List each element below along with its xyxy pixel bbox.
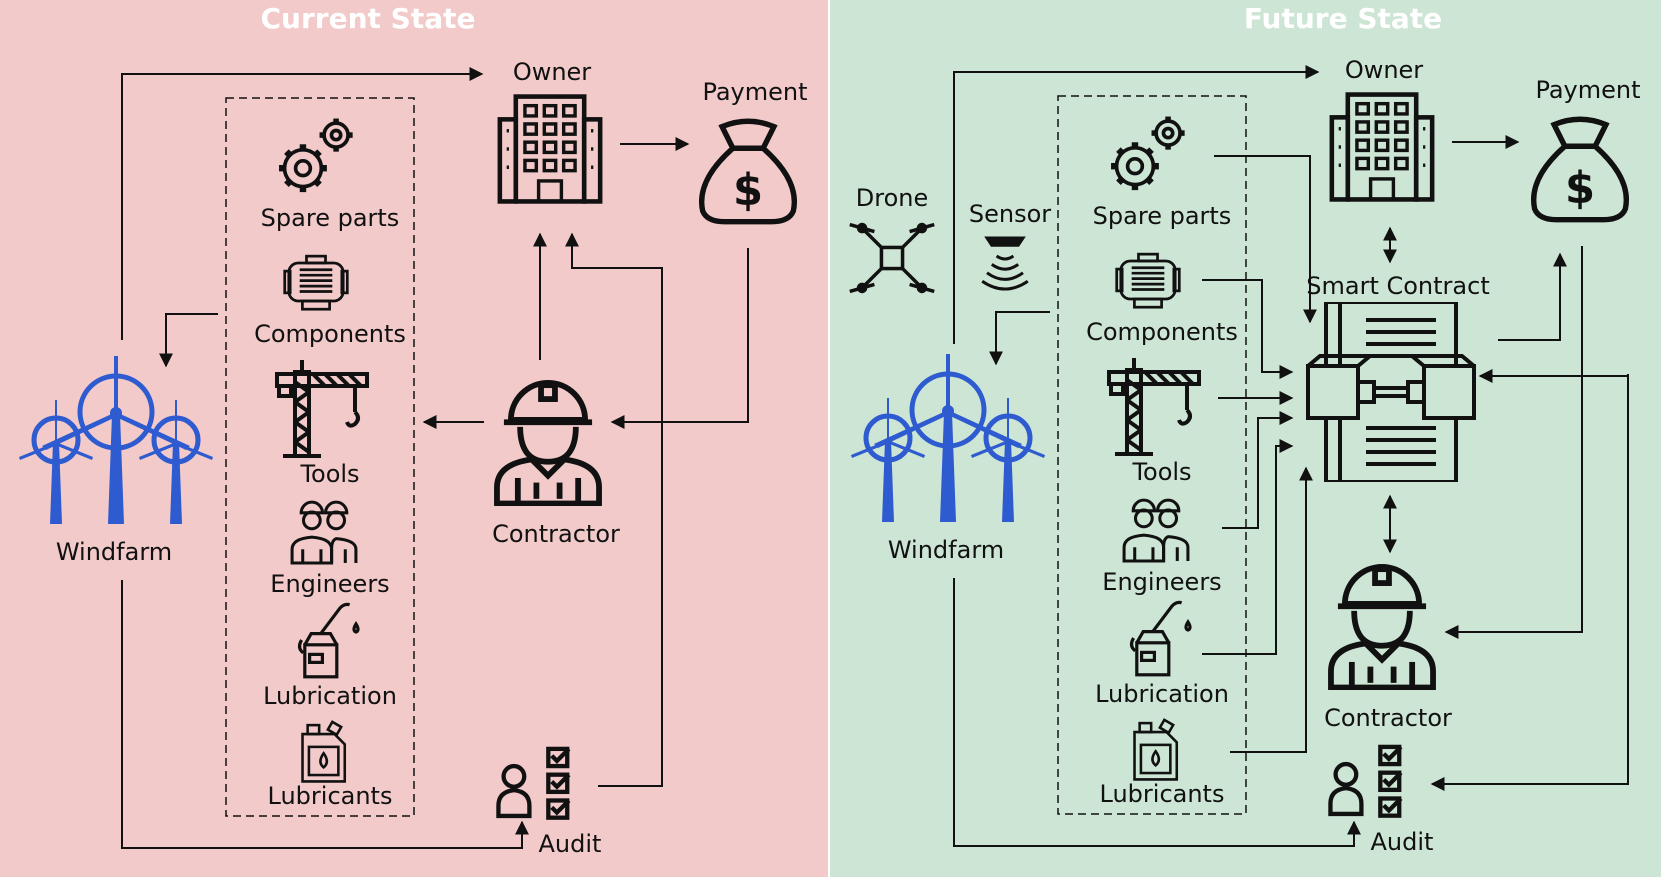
future-tools-label: Tools — [1131, 458, 1191, 486]
future-engineers-label: Engineers — [1102, 568, 1221, 596]
drone-label: Drone — [856, 184, 928, 212]
future-owner-label: Owner — [1345, 56, 1423, 84]
windfarm-label: Windfarm — [56, 538, 172, 566]
current-state-title: Current State — [261, 2, 476, 35]
smart-contract-label: Smart Contract — [1306, 272, 1489, 300]
lubrication-label: Lubrication — [263, 682, 397, 710]
audit-label: Audit — [539, 830, 602, 858]
future-audit-label: Audit — [1371, 828, 1434, 856]
future-state-title: Future State — [1244, 2, 1442, 35]
components-label: Components — [254, 320, 406, 348]
future-resources-box — [1057, 95, 1247, 815]
sensor-label: Sensor — [969, 200, 1051, 228]
future-lubricants-label: Lubricants — [1100, 780, 1225, 808]
future-contractor-label: Contractor — [1324, 704, 1452, 732]
tools-label: Tools — [299, 460, 359, 488]
lubricants-label: Lubricants — [268, 782, 393, 810]
future-components-label: Components — [1086, 318, 1238, 346]
current-arrows — [121, 67, 749, 849]
contractor-label: Contractor — [492, 520, 620, 548]
payment-label: Payment — [702, 78, 807, 106]
future-lubrication-label: Lubrication — [1095, 680, 1229, 708]
spare-parts-label: Spare parts — [261, 204, 400, 232]
future-spare-parts-label: Spare parts — [1093, 202, 1232, 230]
engineers-label: Engineers — [270, 570, 389, 598]
future-payment-label: Payment — [1535, 76, 1640, 104]
owner-label: Owner — [513, 58, 591, 86]
future-windfarm-label: Windfarm — [888, 536, 1004, 564]
future-arrows — [953, 65, 1629, 847]
current-resources-box — [225, 97, 415, 817]
